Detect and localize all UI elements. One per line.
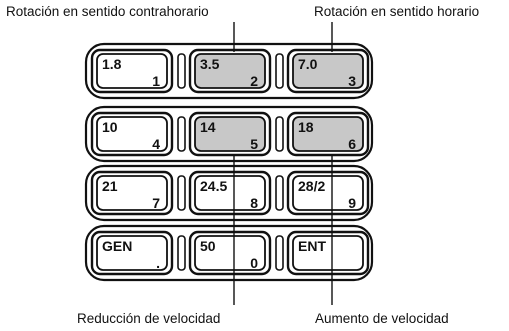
key-face [194,53,266,89]
callout-speed-increase: Aumento de velocidad [315,311,449,326]
key-number: 0 [250,255,258,271]
key-face [96,116,168,152]
key-label: 28/2 [298,178,325,194]
key-number: . [156,255,160,271]
key-face [194,175,266,211]
key-label: 7.0 [298,56,318,72]
key-label: 1.8 [102,56,122,72]
callout-speed-decrease: Reducción de velocidad [77,311,221,326]
key-3-5[interactable]: 3.52 [188,48,272,94]
key-face [292,175,364,211]
key-separator [275,53,284,89]
keypad-row-frame [84,224,374,282]
key-21[interactable]: 21 7 [90,170,174,216]
key-18[interactable]: 18 6 [286,111,370,157]
key-face [194,116,266,152]
key-28-2[interactable]: 28/2 9 [286,170,370,216]
keypad-row-frame [84,42,374,100]
key-number: 4 [152,136,160,152]
key-separator [177,116,186,152]
key-7-0[interactable]: 7.03 [286,48,370,94]
key-number: 5 [250,136,258,152]
key-gen[interactable]: GEN. [90,230,174,276]
key-number: 2 [250,73,258,89]
key-number: 8 [250,195,258,211]
key-face [292,116,364,152]
key-separator [275,116,284,152]
key-separator [177,53,186,89]
key-label: 50 [200,238,216,254]
callout-clockwise-rotation: Rotación en sentido horario [314,4,480,19]
callout-counterclockwise-rotation: Rotación en sentido contrahorario [6,4,209,19]
key-number: 3 [348,73,356,89]
key-label: GEN [102,238,132,254]
key-separator [177,175,186,211]
key-24-5[interactable]: 24.58 [188,170,272,216]
key-separator [177,235,186,271]
key-label: 21 [102,178,118,194]
key-label: 10 [102,119,118,135]
key-number: 6 [348,136,356,152]
key-10[interactable]: 10 4 [90,111,174,157]
key-face [96,235,168,271]
key-label: ENT [298,238,326,254]
key-label: 14 [200,119,216,135]
key-50[interactable]: 50 0 [188,230,272,276]
key-label: 18 [298,119,314,135]
key-face [96,175,168,211]
key-number: 1 [152,73,160,89]
key-face [292,53,364,89]
key-label: 24.5 [200,178,227,194]
key-face [292,235,364,271]
key-14[interactable]: 14 5 [188,111,272,157]
key-1-8[interactable]: 1.81 [90,48,174,94]
key-ent[interactable]: ENT [286,230,370,276]
key-number: 9 [348,195,356,211]
key-separator [275,235,284,271]
key-face [194,235,266,271]
keypad-row-frame [84,164,374,222]
key-label: 3.5 [200,56,220,72]
key-face [96,53,168,89]
keypad-row-frame [84,105,374,163]
key-separator [275,175,284,211]
key-number: 7 [152,195,160,211]
